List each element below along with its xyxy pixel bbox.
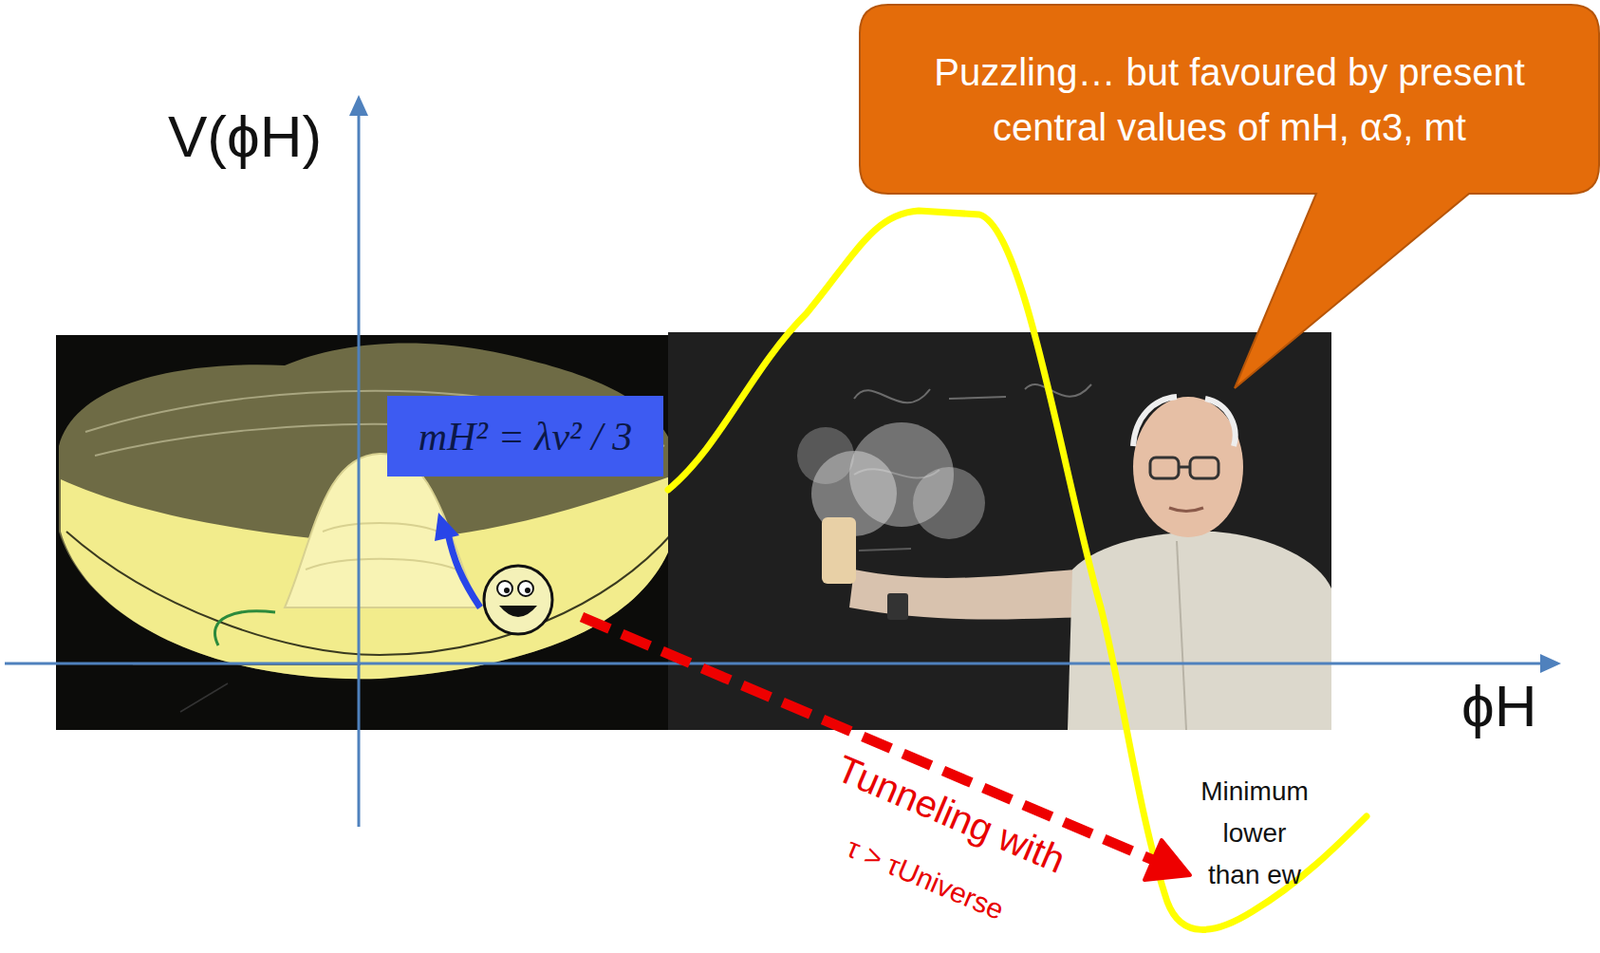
mexican-hat-potential-part bbox=[58, 342, 676, 679]
mexican-hat-potential-part bbox=[180, 683, 228, 712]
blackboard-photo-part bbox=[1133, 396, 1244, 538]
formula-box: mH² = λv² / 3 bbox=[387, 395, 664, 477]
blackboard-photo-part bbox=[887, 593, 909, 620]
callout-text: Puzzling… but favoured by present centra… bbox=[897, 44, 1562, 155]
mexican-hat-potential-part bbox=[214, 611, 276, 646]
tunneling-arrow-part bbox=[581, 616, 1154, 860]
blackboard-photo-part bbox=[1190, 457, 1219, 479]
blackboard-photo-part bbox=[1169, 507, 1204, 512]
tunneling-arrow-part bbox=[1144, 839, 1191, 880]
blackboard-photo-part bbox=[912, 466, 986, 540]
roll-up-arrow-part bbox=[447, 533, 481, 608]
tunneling-arrow bbox=[581, 616, 1191, 880]
smiley-ball-part bbox=[497, 580, 513, 596]
axes-part bbox=[349, 94, 369, 116]
blackboard-photo-part bbox=[1150, 457, 1179, 479]
mexican-hat-potential bbox=[55, 334, 679, 730]
blackboard-photo-part bbox=[668, 332, 1332, 730]
blackboard-photo-part bbox=[854, 384, 1092, 403]
speech-callout: Puzzling… but favoured by present centra… bbox=[859, 4, 1600, 194]
roll-up-arrow bbox=[434, 512, 481, 608]
blackboard-photo bbox=[668, 332, 1332, 730]
mexican-hat-potential-part bbox=[55, 334, 679, 730]
blackboard-photo-part bbox=[849, 569, 1101, 620]
blackboard-photo-part bbox=[1133, 396, 1177, 447]
axis-label: ϕH bbox=[1461, 671, 1538, 740]
callout-outline bbox=[859, 4, 1600, 389]
blackboard-photo-part bbox=[1176, 540, 1187, 730]
potential-curve bbox=[668, 210, 1367, 930]
callout-shape bbox=[859, 4, 1600, 194]
smiley-ball-part bbox=[503, 587, 510, 594]
formula-text: mH² = λv² / 3 bbox=[418, 413, 633, 460]
blackboard-photo-part bbox=[797, 427, 855, 484]
blackboard-photo-part bbox=[1205, 398, 1236, 447]
axes-part bbox=[357, 106, 361, 827]
mexican-hat-potential-part bbox=[305, 558, 458, 570]
axes-part bbox=[4, 662, 1549, 666]
minimum-note: Minimum lower than ew bbox=[1200, 770, 1309, 896]
mexican-hat-potential-part bbox=[284, 453, 480, 608]
mexican-hat-potential-part bbox=[322, 522, 439, 532]
mexican-hat-potential-part bbox=[66, 531, 674, 655]
smiley-ball bbox=[483, 565, 553, 634]
axis-label: V(ϕH) bbox=[167, 102, 322, 170]
smiley-ball-part bbox=[483, 565, 553, 634]
smiley-ball-part bbox=[524, 587, 531, 594]
blackboard-photo-part bbox=[821, 517, 856, 584]
smiley-ball-part bbox=[499, 605, 538, 617]
axes-part bbox=[1540, 653, 1562, 673]
roll-up-arrow-part bbox=[434, 512, 460, 541]
blackboard-photo-part bbox=[1178, 465, 1191, 469]
smiley-ball-part bbox=[518, 580, 534, 596]
